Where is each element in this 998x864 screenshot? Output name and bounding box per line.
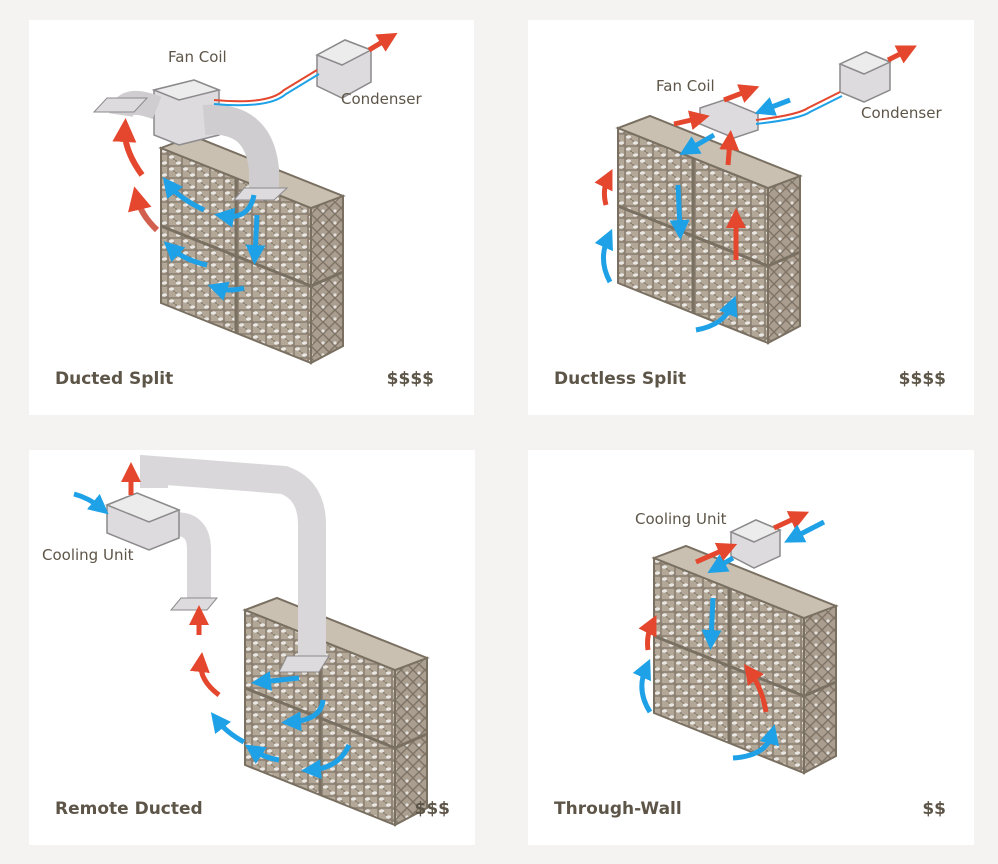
cool-air-arrow [210, 712, 246, 745]
panel-title: Ductless Split [554, 369, 687, 389]
condenser-label: Condenser [341, 90, 422, 108]
panel-title: Through-Wall [554, 799, 682, 819]
warm-air-arrow [638, 615, 657, 651]
warm-air-arrow [594, 169, 613, 206]
panel-title: Remote Ducted [55, 799, 203, 819]
panel-through-wall: Cooling Unit Through-Wall $$ [528, 450, 974, 845]
supply-duct [140, 454, 326, 660]
warm-air-arrow [112, 118, 145, 177]
cool-air-arrow [701, 597, 722, 650]
price-label: $$$$ [898, 369, 946, 389]
cooling-unit-label: Cooling Unit [635, 510, 727, 528]
wine-rack [616, 114, 802, 345]
price-label: $$$ [414, 799, 451, 819]
fan-coil-label: Fan Coil [656, 77, 715, 95]
ductless-split-diagram [594, 45, 917, 345]
supply-duct [202, 104, 279, 195]
cool-air-arrow [214, 194, 257, 228]
price-label: $$$$ [386, 369, 434, 389]
price-label: $$ [922, 799, 946, 819]
through-wall-diagram [632, 511, 838, 775]
remote-ducted-diagram [73, 454, 429, 827]
wine-rack [243, 596, 429, 827]
panel-remote-ducted: Cooling Unit Remote Ducted $$$ [29, 450, 475, 845]
panel-ducted-split: Fan Coil Condenser Ducted Split $$$$ [29, 20, 474, 415]
wine-rack [652, 544, 838, 775]
fan-coil-label: Fan Coil [168, 48, 227, 66]
cooling-unit-label: Cooling Unit [42, 546, 134, 564]
condenser-label: Condenser [861, 104, 942, 122]
cool-air-arrow [669, 184, 690, 240]
panel-ductless-split: Fan Coil Condenser Ductless Split $$$$ [528, 20, 974, 415]
ducted-split-diagram [92, 32, 398, 365]
panel-title: Ducted Split [55, 369, 174, 389]
fan-coil-unit [699, 99, 759, 139]
